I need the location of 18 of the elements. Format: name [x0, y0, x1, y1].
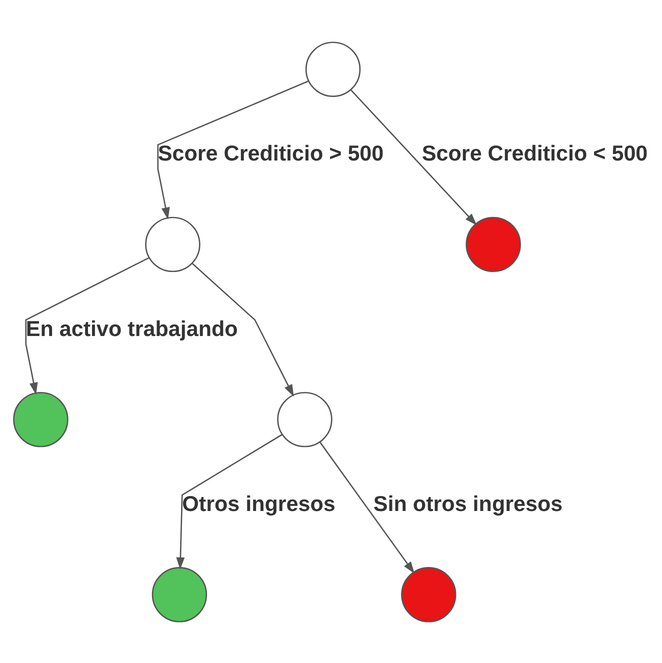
edge-label: Sin otros ingresos — [373, 490, 563, 516]
arrow — [157, 80, 309, 220]
arrow — [319, 441, 415, 574]
node-circle — [466, 216, 521, 272]
edge-label: Score Crediticio > 500 — [158, 140, 384, 166]
arrow — [176, 433, 283, 570]
edge-label: En activo trabajando — [26, 315, 238, 340]
node-circle — [145, 216, 200, 272]
arrow — [192, 262, 294, 396]
node-circle — [13, 391, 68, 447]
edge-label: Otros ingresos — [182, 490, 336, 516]
node-circle — [277, 391, 332, 447]
arrow — [350, 88, 477, 225]
edge-label: Score Crediticio < 500 — [422, 140, 648, 166]
node-circle — [401, 566, 456, 622]
node-circle — [152, 566, 208, 622]
arrow — [25, 256, 150, 394]
node-circle — [305, 41, 361, 96]
